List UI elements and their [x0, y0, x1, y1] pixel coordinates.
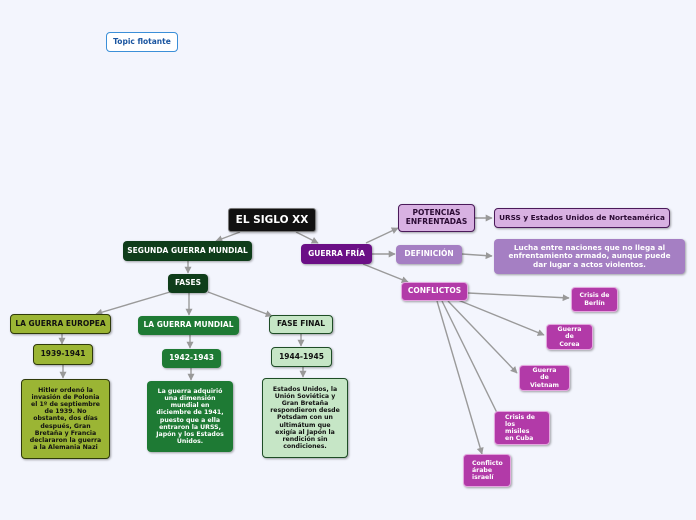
link-coldwar-conflicts — [362, 263, 409, 283]
definition-topic-label: DEFINICIÓN — [404, 249, 454, 259]
world-topic-label: LA GUERRA MUNDIAL — [143, 320, 234, 330]
link-phases-final — [207, 291, 273, 318]
final-years[interactable]: 1944-1945 — [271, 347, 332, 367]
phases-topic[interactable]: FASES — [168, 274, 208, 293]
link-conflicts-korea — [457, 299, 545, 336]
conflict-berlin-label: Crisis de Berlín — [579, 292, 610, 307]
central-topic[interactable]: EL SIGLO XX — [228, 208, 316, 232]
link-coldwar-powers — [365, 227, 399, 244]
link-conflicts-israel — [436, 300, 484, 455]
coldwar-topic-label: GUERRA FRÍA — [308, 248, 365, 258]
world-text-label: La guerra adquirió una dimensión mundial… — [156, 388, 224, 445]
europe-text-label: Hitler ordenó la invasión de Polonia el … — [29, 386, 102, 451]
conflict-cuba-label: Crisis de los misiles en Cuba — [505, 413, 535, 443]
link-phases-europe — [95, 291, 171, 316]
final-years-label: 1944-1945 — [279, 351, 324, 361]
final-topic-label: FASE FINAL — [277, 319, 325, 329]
ww2-topic[interactable]: SEGUNDA GUERRA MUNDIAL — [123, 241, 252, 261]
phases-topic-label: FASES — [175, 278, 201, 288]
final-text[interactable]: Estados Unidos, la Unión Soviética y Gra… — [262, 378, 348, 458]
world-years[interactable]: 1942-1943 — [162, 349, 221, 368]
definition-topic[interactable]: DEFINICIÓN — [396, 245, 462, 264]
definition-value-label: Lucha entre naciones que no llega al enf… — [508, 242, 671, 269]
central-topic-label: EL SIGLO XX — [235, 213, 309, 226]
europe-text[interactable]: Hitler ordenó la invasión de Polonia el … — [21, 379, 110, 459]
europe-topic-label: LA GUERRA EUROPEA — [15, 318, 106, 328]
europe-years[interactable]: 1939-1941 — [33, 344, 93, 365]
world-years-label: 1942-1943 — [169, 353, 214, 363]
final-topic[interactable]: FASE FINAL — [269, 315, 333, 334]
world-text[interactable]: La guerra adquirió una dimensión mundial… — [147, 381, 233, 452]
link-conflicts-vietnam — [447, 300, 518, 374]
conflict-israel-label: Conflicto árabe israelí — [472, 459, 503, 482]
link-definition-value — [461, 252, 493, 260]
conflict-vietnam-label: Guerra de Vietnam — [530, 367, 559, 389]
floating-topic-label: Topic flotante — [113, 36, 171, 46]
conflict-israel[interactable]: Conflicto árabe israelí — [463, 454, 511, 487]
conflict-berlin[interactable]: Crisis de Berlín — [571, 287, 618, 312]
world-topic[interactable]: LA GUERRA MUNDIAL — [138, 316, 239, 335]
link-central-coldwar — [295, 231, 319, 244]
conflict-korea[interactable]: Guerra de Corea — [546, 324, 593, 350]
coldwar-topic[interactable]: GUERRA FRÍA — [301, 244, 372, 264]
powers-topic-label: POTENCIAS ENFRENTADAS — [405, 208, 468, 226]
conflict-korea-label: Guerra de Corea — [557, 326, 582, 348]
ww2-topic-label: SEGUNDA GUERRA MUNDIAL — [127, 245, 248, 255]
link-conflicts-berlin — [467, 292, 570, 302]
europe-topic[interactable]: LA GUERRA EUROPEA — [10, 314, 111, 334]
conflicts-topic-label: CONFLICTOS — [407, 286, 462, 296]
link-conflicts-cuba — [441, 300, 503, 424]
definition-value[interactable]: Lucha entre naciones que no llega al enf… — [494, 239, 685, 274]
floating-topic[interactable]: Topic flotante — [106, 32, 178, 52]
conflict-cuba[interactable]: Crisis de los misiles en Cuba — [494, 411, 550, 445]
conflict-vietnam[interactable]: Guerra de Vietnam — [519, 365, 570, 391]
final-text-label: Estados Unidos, la Unión Soviética y Gra… — [270, 385, 340, 450]
link-central-ww2 — [215, 231, 241, 243]
conflicts-topic[interactable]: CONFLICTOS — [401, 282, 468, 301]
powers-topic[interactable]: POTENCIAS ENFRENTADAS — [398, 204, 475, 232]
powers-value-label: URSS y Estados Unidos de Norteamérica — [499, 212, 665, 222]
europe-years-label: 1939-1941 — [40, 349, 86, 359]
powers-value[interactable]: URSS y Estados Unidos de Norteamérica — [494, 208, 670, 228]
